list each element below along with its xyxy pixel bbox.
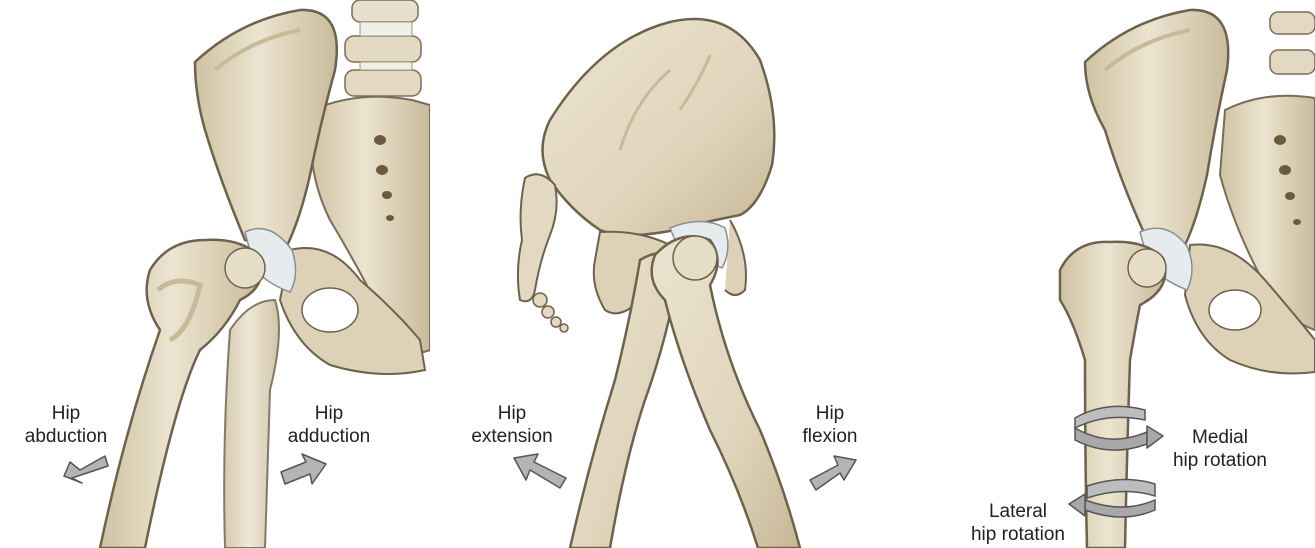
label-line: Hip bbox=[790, 402, 870, 425]
label-line: hip rotation bbox=[1160, 449, 1280, 472]
hip-abduction-adduction-panel: Hip abduction Hip adduction bbox=[0, 0, 430, 548]
lateral-hip-rotation-label: Lateral hip rotation bbox=[957, 500, 1079, 546]
hip-flexion-label: Hip flexion bbox=[790, 402, 870, 448]
ilium bbox=[543, 19, 775, 235]
label-line: flexion bbox=[790, 425, 870, 448]
sacrum-coccyx bbox=[518, 174, 568, 332]
label-line: abduction bbox=[0, 425, 132, 448]
hip-extension-label: Hip extension bbox=[462, 402, 562, 448]
label-line: hip rotation bbox=[957, 523, 1079, 546]
medial-hip-rotation-label: Medial hip rotation bbox=[1160, 426, 1280, 472]
hip-rotation-panel: Medial hip rotation Lateral hip rotation bbox=[935, 0, 1315, 548]
hip-abduction-label: Hip abduction bbox=[0, 402, 132, 448]
hip-extension-flexion-panel: Hip extension Hip flexion bbox=[440, 0, 880, 548]
label-line: Lateral bbox=[957, 500, 1079, 523]
hip-side-view-illustration bbox=[440, 0, 880, 548]
label-line: extension bbox=[462, 425, 562, 448]
hip-adduction-label: Hip adduction bbox=[265, 402, 393, 448]
label-line: Medial bbox=[1160, 426, 1280, 449]
adduction-arrow-icon bbox=[281, 454, 326, 484]
label-line: Hip bbox=[0, 402, 132, 425]
label-line: Hip bbox=[265, 402, 393, 425]
hip-front-view-illustration bbox=[0, 0, 430, 548]
ilium bbox=[1085, 10, 1228, 245]
abduction-arrow-icon bbox=[64, 456, 108, 483]
ilium bbox=[195, 10, 337, 250]
flexion-arrow-icon bbox=[810, 456, 856, 490]
extension-arrow-icon bbox=[514, 454, 566, 488]
label-line: adduction bbox=[265, 425, 393, 448]
label-line: Hip bbox=[462, 402, 562, 425]
lumbar-vertebrae bbox=[345, 0, 421, 96]
